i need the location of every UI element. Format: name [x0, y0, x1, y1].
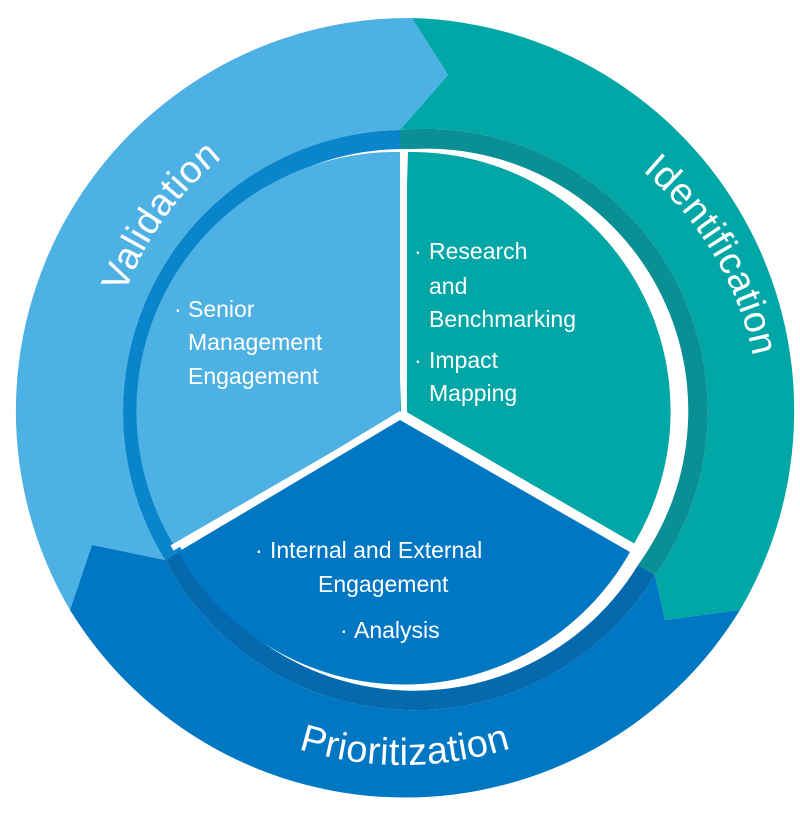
senior-line-3: Engagement — [188, 363, 319, 389]
research-bullet: · — [414, 238, 422, 264]
divider-left — [170, 411, 406, 551]
impact-bullet: · — [414, 347, 422, 373]
internal-bullet: · — [255, 537, 263, 563]
divider-right — [402, 411, 638, 551]
prioritization-inner-band — [165, 550, 655, 711]
analysis-bullet: · — [340, 617, 348, 643]
validation-inner-band — [123, 130, 400, 560]
identification-arrow-segment — [400, 18, 795, 620]
validation-arrow-segment — [15, 17, 449, 610]
senior-bullet: · — [174, 296, 182, 322]
senior-line-1: Senior — [188, 296, 255, 322]
inner-sector-validation — [136, 151, 400, 547]
research-line-3: Benchmarking — [429, 306, 576, 332]
inner-sector-prioritization — [178, 420, 630, 685]
prioritization-arrow-segment — [70, 545, 740, 798]
analysis-line-1: Analysis — [354, 617, 440, 643]
research-line-2: and — [429, 273, 467, 299]
internal-line-2: Engagement — [318, 571, 449, 597]
impact-line-2: Mapping — [429, 380, 517, 406]
senior-line-2: Management — [188, 329, 323, 355]
impact-line-1: Impact — [429, 347, 499, 373]
research-line-1: Research — [429, 238, 527, 264]
internal-line-1: Internal and External — [270, 537, 482, 563]
identification-inner-band — [400, 128, 708, 575]
